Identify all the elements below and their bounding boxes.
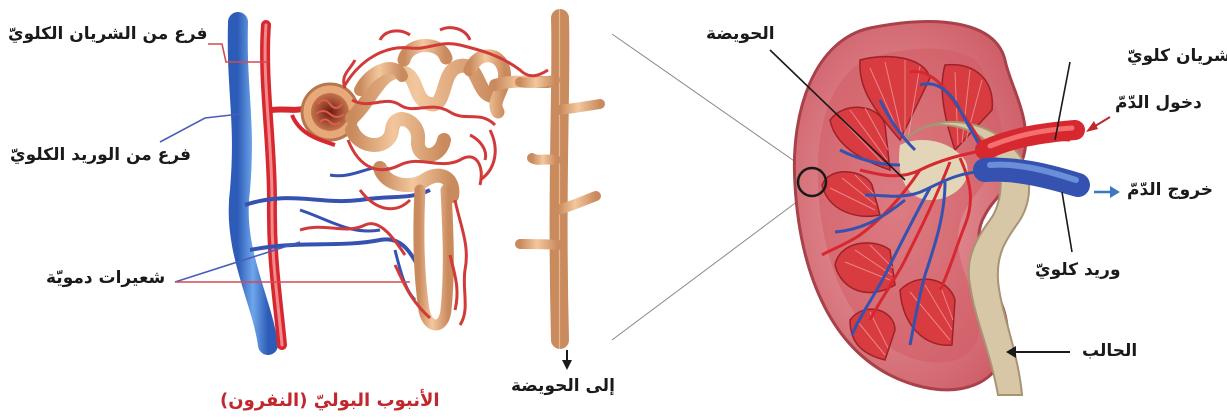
collecting-duct: [520, 18, 600, 340]
label-renal-artery-branch: فرع من الشريان الكلويّ: [8, 26, 208, 43]
convoluted-tubule: [352, 45, 548, 325]
label-renal-vein: وريد كلويّ: [1035, 262, 1121, 279]
label-ureter: الحالب: [1082, 343, 1137, 360]
blood-out-arrow: [1094, 186, 1120, 198]
ureter-arrow: [1006, 346, 1070, 358]
label-renal-vein-branch: فرع من الوريد الكلويّ: [10, 147, 191, 164]
zoom-lines: [612, 34, 810, 340]
kidney-cross-section: [794, 22, 1078, 395]
blood-in-arrow: [1086, 117, 1110, 132]
glomerulus: [311, 93, 349, 131]
label-blood-in: دخول الدّمّ: [1115, 95, 1202, 112]
label-to-pelvis: إلى الحويضة: [511, 378, 615, 395]
label-blood-out: خروج الدّمّ: [1127, 182, 1213, 199]
to-pelvis-arrow: [562, 350, 572, 370]
nephron-illustration: [238, 18, 600, 345]
label-nephron-title: الأنبوب البوليّ (النفرون): [220, 392, 440, 410]
renal-artery-branch: [265, 25, 282, 345]
label-renal-artery: شريان كلويّ: [1127, 48, 1227, 65]
label-capillaries: شعيرات دمويّة: [46, 270, 165, 287]
label-renal-pelvis: الحويضة: [706, 26, 775, 43]
